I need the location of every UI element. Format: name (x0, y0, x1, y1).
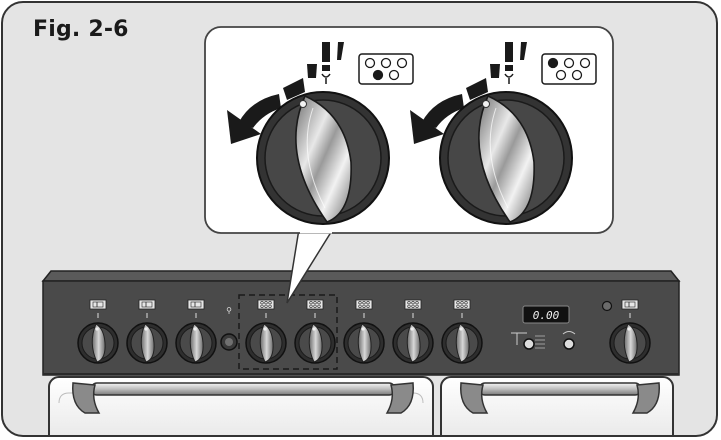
panel-knob-5[interactable] (294, 299, 336, 364)
rotate-arrow-icon (227, 94, 281, 144)
hob-burner-icon (306, 299, 324, 310)
indicator-light (601, 300, 613, 312)
panel-knob-4[interactable] (245, 299, 287, 364)
oven-top-element-icon (89, 299, 107, 310)
oven-grill-icon (138, 299, 156, 310)
panel-knob-9[interactable] (609, 299, 651, 364)
power-scale-icon (283, 42, 344, 100)
panel-knob-1[interactable] (77, 299, 119, 364)
oven-grill-icon (621, 299, 639, 310)
zoom-knob-right[interactable] (410, 42, 597, 225)
ignition-icon: ⚲ (226, 306, 232, 315)
oven-element-icon (187, 299, 205, 310)
ignition-button[interactable]: ⚲ (220, 306, 238, 351)
hob-burner-icon (257, 299, 275, 310)
timer-button-left[interactable] (511, 332, 545, 350)
timer-display: 0.00 (533, 309, 560, 322)
hob-burner-icon (355, 299, 373, 310)
hob-burner-icon (404, 299, 422, 310)
timer-clock: 0.00 (522, 305, 570, 324)
callout-pointer (286, 228, 334, 304)
panel-knob-3[interactable] (175, 299, 217, 364)
power-scale-icon (466, 42, 527, 100)
hob-burner-icon (453, 299, 471, 310)
highlight-box (238, 294, 338, 370)
figure-label: Fig. 2-6 (33, 17, 129, 42)
zoom-knob-left[interactable] (227, 42, 414, 225)
door-handle-left[interactable] (72, 382, 414, 414)
panel-knob-2[interactable] (126, 299, 168, 364)
rear-left-burner-icon (358, 53, 414, 85)
door-handle-right[interactable] (460, 382, 660, 414)
front-left-burner-icon (541, 53, 597, 85)
cooker-illustration: ⚲ 0.00 (41, 26, 681, 435)
panel-knob-8[interactable] (441, 299, 483, 364)
timer-button-right[interactable] (562, 331, 576, 350)
rotate-arrow-icon (410, 94, 464, 144)
panel-knob-6[interactable] (343, 299, 385, 364)
panel-knob-7[interactable] (392, 299, 434, 364)
